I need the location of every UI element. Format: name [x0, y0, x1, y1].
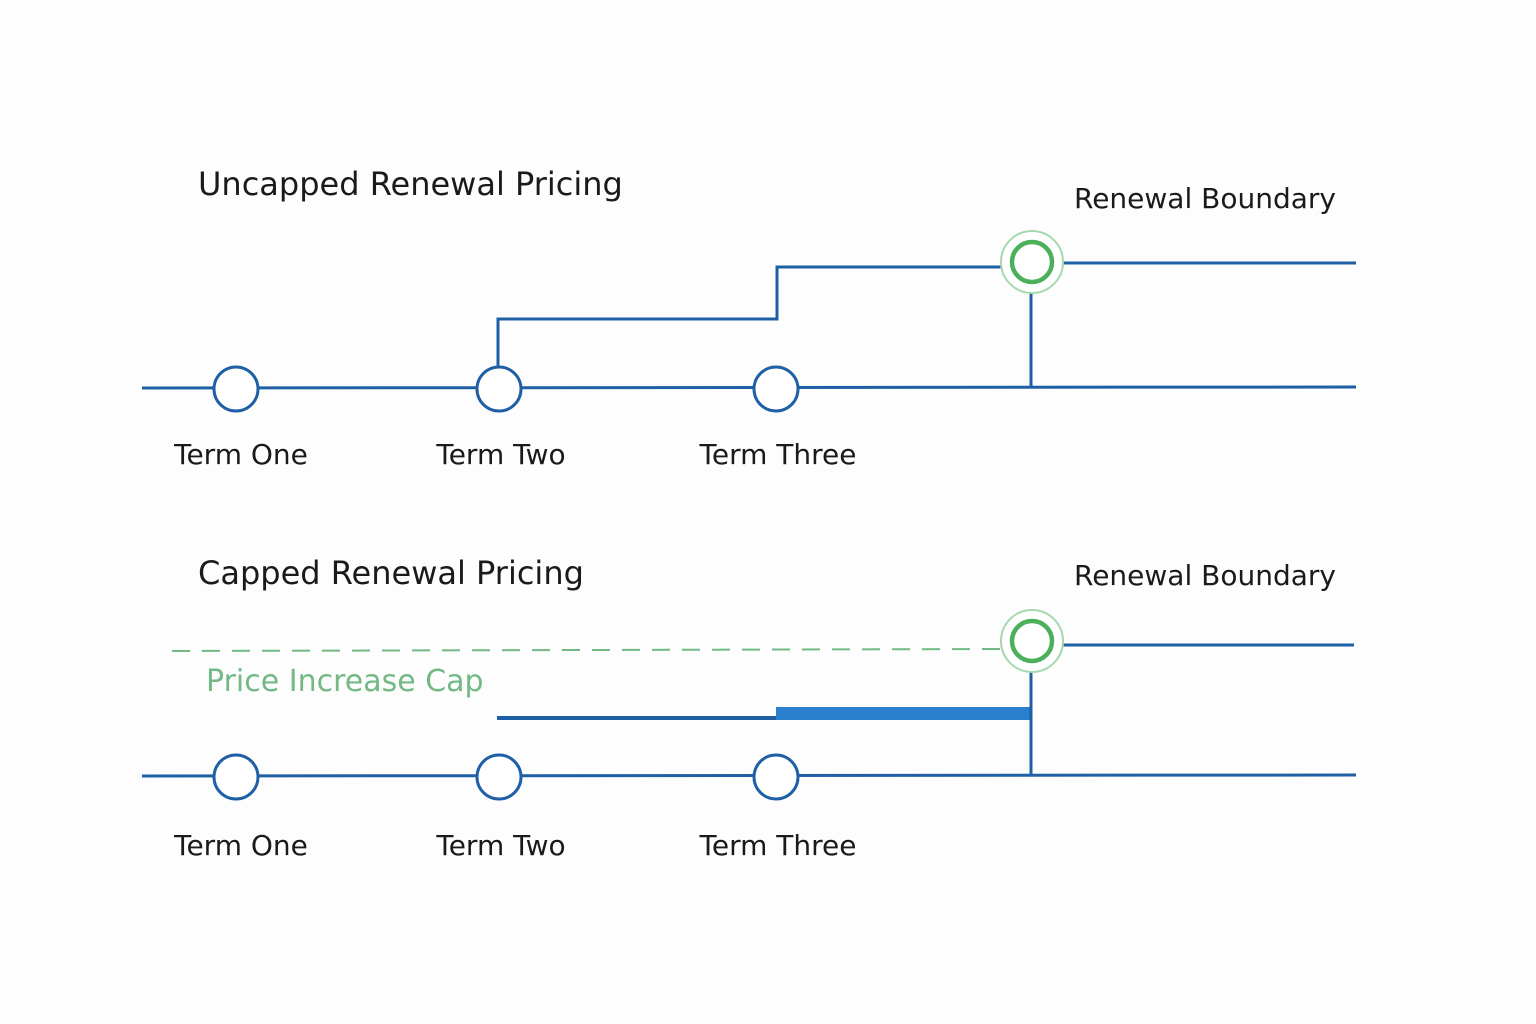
- uncapped-price-path: [496, 265, 1002, 366]
- uncapped-term-one-marker: [212, 365, 260, 413]
- uncapped-term-two-label: Term Two: [435, 438, 565, 471]
- uncapped-panel: Uncapped Renewal Pricing Renewal Boundar…: [141, 165, 1357, 471]
- uncapped-boundary-marker: [1009, 239, 1055, 285]
- uncapped-panel-title: Uncapped Renewal Pricing: [198, 165, 623, 203]
- price-increase-cap-line: [171, 648, 1001, 652]
- capped-boundary-marker: [1009, 618, 1055, 664]
- capped-baseline: [141, 773, 1357, 778]
- uncapped-term-three-marker: [752, 365, 800, 413]
- uncapped-term-three-label: Term Three: [699, 438, 857, 471]
- capped-term-one-label: Term One: [173, 829, 308, 862]
- capped-term-one-marker: [212, 753, 260, 801]
- capped-term-three-label: Term Three: [699, 829, 857, 862]
- capped-boundary-label: Renewal Boundary: [1074, 559, 1336, 592]
- uncapped-term-two-marker: [475, 365, 523, 413]
- capped-term-two-label: Term Two: [435, 829, 565, 862]
- capped-panel: Capped Renewal Pricing Renewal Boundary …: [141, 554, 1357, 862]
- capped-term-three-marker: [752, 753, 800, 801]
- uncapped-boundary-label: Renewal Boundary: [1074, 182, 1336, 215]
- capped-term-two-marker: [475, 753, 523, 801]
- uncapped-baseline: [141, 385, 1357, 390]
- capped-panel-title: Capped Renewal Pricing: [198, 554, 584, 592]
- uncapped-term-one-label: Term One: [173, 438, 308, 471]
- price-increase-cap-label: Price Increase Cap: [206, 664, 484, 699]
- capped-price-increase-bar: [776, 707, 1031, 720]
